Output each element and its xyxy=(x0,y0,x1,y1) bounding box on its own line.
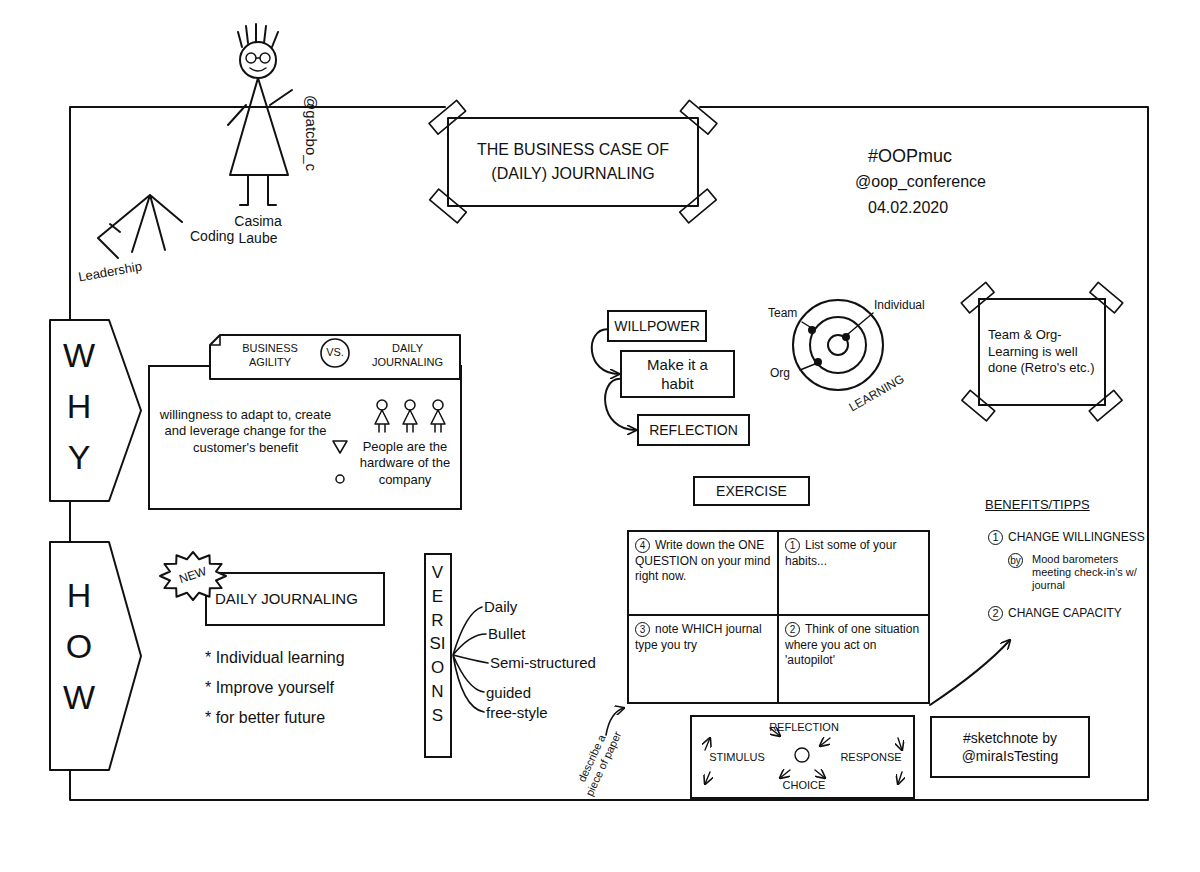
arrow-node: HOW xyxy=(48,540,143,772)
note-label: @gatcbo_c xyxy=(302,95,320,171)
node-text: REFLECTION xyxy=(764,721,844,735)
note-label: guided xyxy=(486,684,531,702)
arrow-outline xyxy=(48,540,143,772)
title-frame: THE BUSINESS CASE OF (DAILY) JOURNALING xyxy=(452,122,694,202)
cell-text: List some of your habits... xyxy=(785,538,896,568)
title-text: THE BUSINESS CASE OF (DAILY) JOURNALING xyxy=(473,138,673,186)
arrow-shape xyxy=(50,320,141,501)
node-text: DAILY JOURNALING xyxy=(360,342,455,370)
callout-number: by xyxy=(1008,553,1023,568)
exercise-cell: 3note WHICH journal type you try xyxy=(627,614,779,704)
version-branches xyxy=(453,607,488,712)
note-label: Bullet xyxy=(488,625,526,643)
note-label: #OOPmuc xyxy=(868,146,952,168)
text-box: REFLECTION STIMULUS RESPONSE CHOICE xyxy=(690,715,915,799)
text-box: REFLECTION xyxy=(637,414,750,446)
vs-circle xyxy=(321,339,349,367)
node-text: VERSIONS xyxy=(429,561,446,728)
note-label: Casima Laube xyxy=(223,213,293,247)
note-label: LEARNING xyxy=(847,372,907,415)
note-label: @oop_conference xyxy=(855,172,986,191)
tape xyxy=(429,100,1123,421)
node-text: WILLPOWER xyxy=(614,317,700,335)
note-label: * Improve yourself xyxy=(205,678,334,697)
callout-number: 2 xyxy=(988,606,1003,621)
callout-number: 4 xyxy=(635,538,650,553)
node-text: EXERCISE xyxy=(716,482,787,500)
node-text: CHOICE xyxy=(774,779,834,793)
text-box: #sketchnote by @miraIsTesting xyxy=(930,716,1090,778)
cell-text: note WHICH journal type you try xyxy=(635,622,762,652)
node-text: HOW xyxy=(62,570,96,723)
note-label: describe a piece of paper xyxy=(570,721,626,801)
node-text: RESPONSE xyxy=(832,751,910,765)
node-text: BUSINESS AGILITY xyxy=(230,342,310,370)
note-label: * for better future xyxy=(205,708,325,727)
note-label: Individual xyxy=(874,298,925,312)
note-label: Org xyxy=(770,366,790,380)
note-label: Semi-structured xyxy=(490,654,596,672)
node-text: willingness to adapt to, create and leve… xyxy=(158,407,333,456)
note-label: 04.02.2020 xyxy=(868,198,948,217)
banner-fold xyxy=(210,335,220,345)
note-label: CHANGE WILLINGNESS xyxy=(1008,530,1145,544)
note-label: BENEFITS/TIPPS xyxy=(985,497,1090,513)
node-text: Make it a habit xyxy=(630,355,725,394)
callout-number: 2 xyxy=(785,622,800,637)
hat-drawing xyxy=(98,195,182,258)
note-label: * Individual learning xyxy=(205,648,345,667)
banner-node: BUSINESS AGILITY VS. DAILY JOURNALING xyxy=(208,333,462,381)
speaker-figure xyxy=(228,24,292,205)
node-text: DAILY JOURNALING xyxy=(215,589,358,609)
text-box: EXERCISE xyxy=(693,476,810,506)
text-box: WILLPOWER xyxy=(607,310,707,342)
exercise-cell: 2Think of one situation where you act on… xyxy=(777,614,930,704)
note-label: free-style xyxy=(486,704,548,722)
arrow-shape xyxy=(50,542,141,770)
cell-text: Think of one situation where you act on … xyxy=(785,622,919,667)
exercise-cell: 1List some of your habits... xyxy=(777,530,930,616)
arrow-outline xyxy=(48,318,143,503)
note-label: Team xyxy=(768,306,797,320)
note-label: Daily xyxy=(484,598,517,616)
note-label: Leadership xyxy=(77,259,143,286)
note-label: Coding xyxy=(190,228,234,245)
outer-frame xyxy=(70,107,1148,800)
node-text: VS. xyxy=(320,346,350,360)
note-label: CHANGE CAPACITY xyxy=(1008,606,1122,620)
node-text: People are the hardware of the company xyxy=(355,439,455,488)
node-text: #sketchnote by @miraIsTesting xyxy=(940,729,1080,765)
text-box: willingness to adapt to, create and leve… xyxy=(148,365,462,510)
text-box: Team & Org-Learning is well done (Retro'… xyxy=(978,298,1106,406)
callout-number: 1 xyxy=(785,538,800,553)
curved-arrow xyxy=(592,329,619,374)
exercise-cell: 4Write down the ONE QUESTION on your min… xyxy=(627,530,779,616)
cell-text: Write down the ONE QUESTION on your mind… xyxy=(635,538,770,583)
title-box xyxy=(448,118,698,206)
text-box: DAILY JOURNALING xyxy=(205,572,385,626)
node-text: WHY xyxy=(62,330,96,483)
benefit-arrow xyxy=(930,640,1010,705)
learning-circles xyxy=(793,300,883,390)
arrow-node: WHY xyxy=(48,318,143,503)
callout-number: 3 xyxy=(635,622,650,637)
node-text: Team & Org-Learning is well done (Retro'… xyxy=(988,327,1096,378)
node-text: STIMULUS xyxy=(702,751,772,765)
node-text: REFLECTION xyxy=(649,421,738,439)
callout-number: 1 xyxy=(988,530,1003,545)
star-node: NEW xyxy=(158,550,228,602)
note-label: Mood barometers meeting check-in's w/ jo… xyxy=(1032,553,1144,593)
text-box: VERSIONS xyxy=(424,553,452,758)
banner-shape xyxy=(210,335,460,379)
text-box: Make it a habit xyxy=(620,350,735,398)
